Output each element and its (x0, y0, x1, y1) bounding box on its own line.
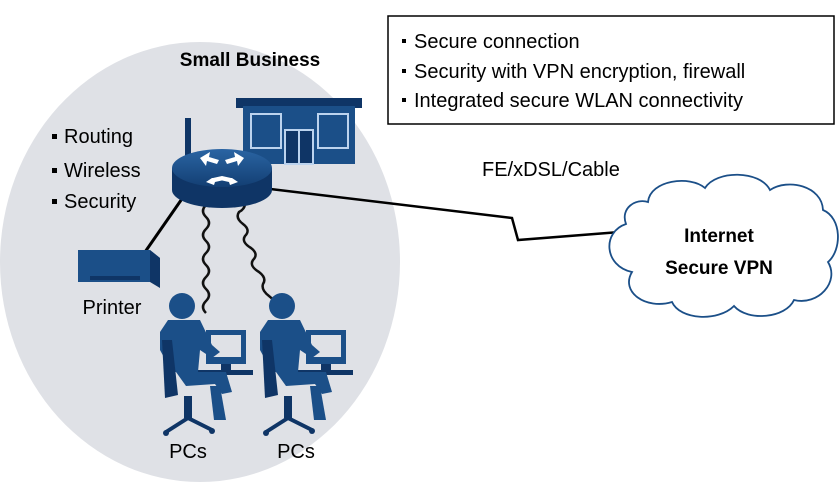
feature-routing: Routing (64, 126, 133, 148)
pc-workstation-left (160, 293, 253, 436)
pc-cable-right (236, 199, 277, 309)
cloud-title: Internet (684, 226, 754, 247)
pc-label-left: PCs (169, 441, 207, 463)
callout-item-1: Secure connection (414, 31, 580, 53)
callout-item-3: Integrated secure WLAN connectivity (414, 90, 743, 112)
feature-security: Security (64, 191, 136, 213)
cloud-subtitle: Secure VPN (665, 258, 773, 279)
router-icon (172, 149, 272, 208)
wan-link (261, 186, 621, 242)
small-business-title: Small Business (180, 50, 320, 71)
printer-cable (143, 192, 188, 253)
printer-icon (78, 250, 160, 288)
pc-cable-left (201, 204, 211, 314)
antenna-icon (185, 118, 191, 160)
feature-wireless: Wireless (64, 160, 141, 182)
feature-callout: Secure connection Security with VPN encr… (387, 15, 835, 125)
building-icon (236, 98, 362, 165)
callout-item-2: Security with VPN encryption, firewall (414, 61, 745, 83)
internet-cloud (608, 173, 839, 318)
printer-label: Printer (83, 297, 142, 319)
router-feature-list: Routing Wireless Security (52, 126, 141, 213)
link-label: FE/xDSL/Cable (482, 159, 620, 181)
pc-label-right: PCs (277, 441, 315, 463)
pc-workstation-right (260, 293, 353, 436)
